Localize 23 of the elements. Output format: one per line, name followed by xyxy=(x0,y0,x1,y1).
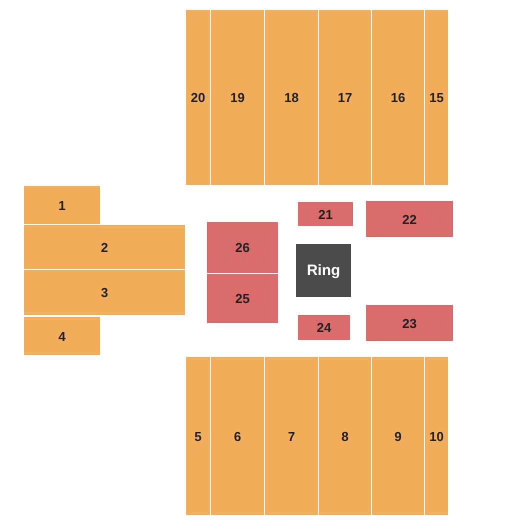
seating-section: 9 xyxy=(372,357,424,515)
seating-section: 19 xyxy=(211,10,264,185)
seating-section: 8 xyxy=(319,357,371,515)
floor-section: 23 xyxy=(366,305,453,341)
seating-section: 7 xyxy=(265,357,318,515)
floor-section: 22 xyxy=(366,201,453,237)
seating-section: 10 xyxy=(425,357,448,515)
seating-section: 18 xyxy=(265,10,318,185)
floor-section: 24 xyxy=(298,315,350,340)
seating-section: 16 xyxy=(372,10,424,185)
seating-section: 20 xyxy=(186,10,210,185)
seating-section: 1 xyxy=(24,186,100,224)
seating-section: 5 xyxy=(186,357,210,515)
seating-section: 15 xyxy=(425,10,448,185)
boxing-ring: Ring xyxy=(296,244,351,297)
floor-section: 21 xyxy=(298,202,353,226)
seating-section: 6 xyxy=(211,357,264,515)
seating-section: 2 xyxy=(24,225,185,269)
floor-section: 26 xyxy=(207,222,278,273)
seating-section: 3 xyxy=(24,270,185,315)
floor-section: 25 xyxy=(207,274,278,323)
seating-section: 4 xyxy=(24,317,100,355)
seating-section: 17 xyxy=(319,10,371,185)
